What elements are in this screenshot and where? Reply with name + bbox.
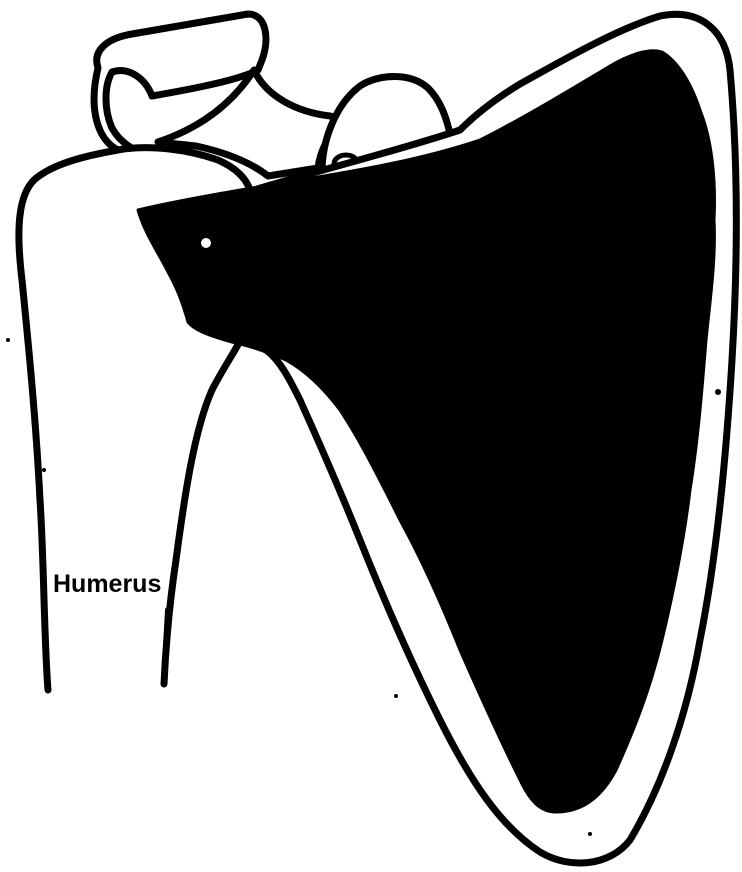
speck [394, 694, 398, 698]
humerus-shaft-left-line [44, 608, 48, 690]
muscle-notch [201, 238, 211, 248]
humerus-label: Humerus [53, 570, 161, 598]
speck [715, 389, 721, 395]
speck [42, 468, 46, 472]
humerus-shaft-right-line [164, 610, 168, 684]
speck [588, 832, 592, 836]
speck [6, 338, 10, 342]
